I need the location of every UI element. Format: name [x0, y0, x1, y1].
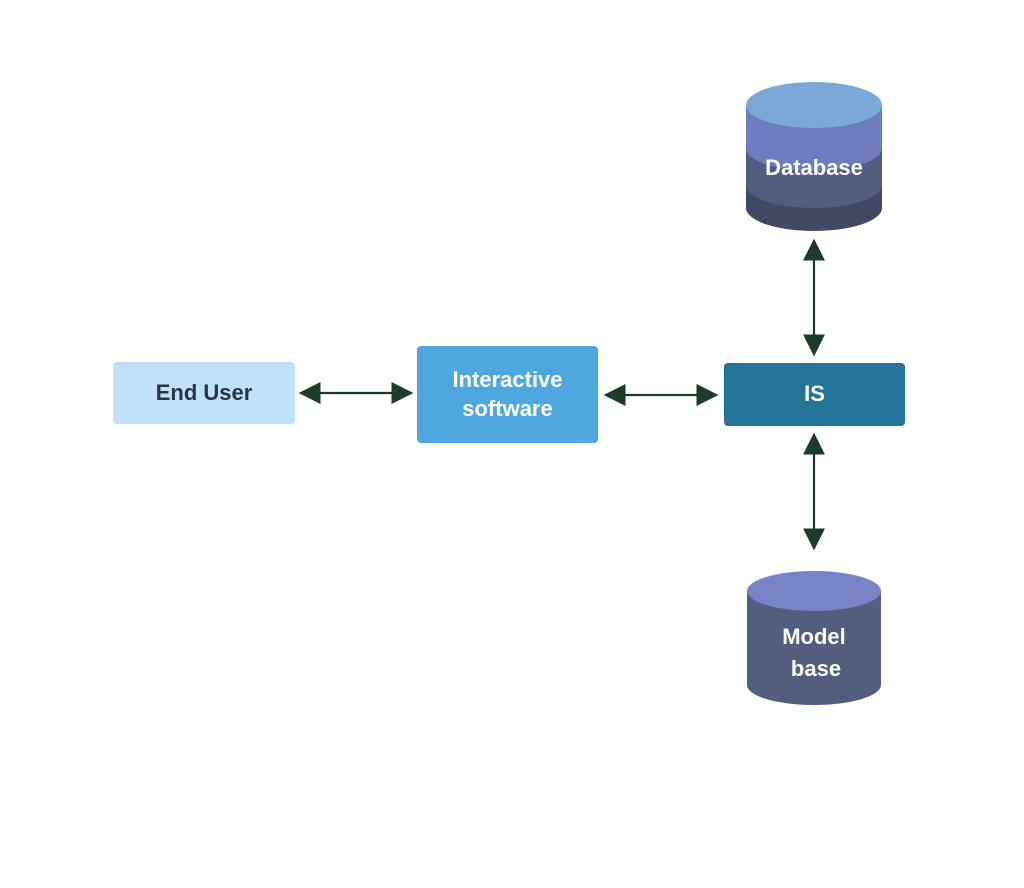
- interactive-label-line2: software: [462, 395, 553, 421]
- model-base-top-ellipse: [747, 571, 881, 611]
- database-label: Database: [765, 155, 863, 180]
- model-base-label-line1: Model: [782, 624, 846, 649]
- database-cylinder: Database: [746, 82, 882, 231]
- end-user-label: End User: [155, 379, 253, 405]
- database-top-ellipse: [746, 82, 882, 128]
- interactive-label-line1: Interactive: [452, 366, 563, 392]
- is-node: IS: [724, 363, 905, 426]
- interactive-software-node: Interactive software: [417, 346, 598, 443]
- model-base-cylinder: Model base: [747, 571, 881, 705]
- is-label: IS: [804, 381, 825, 407]
- model-base-body: [747, 591, 881, 705]
- model-base-label-line2: base: [791, 656, 841, 681]
- end-user-node: End User: [113, 362, 295, 424]
